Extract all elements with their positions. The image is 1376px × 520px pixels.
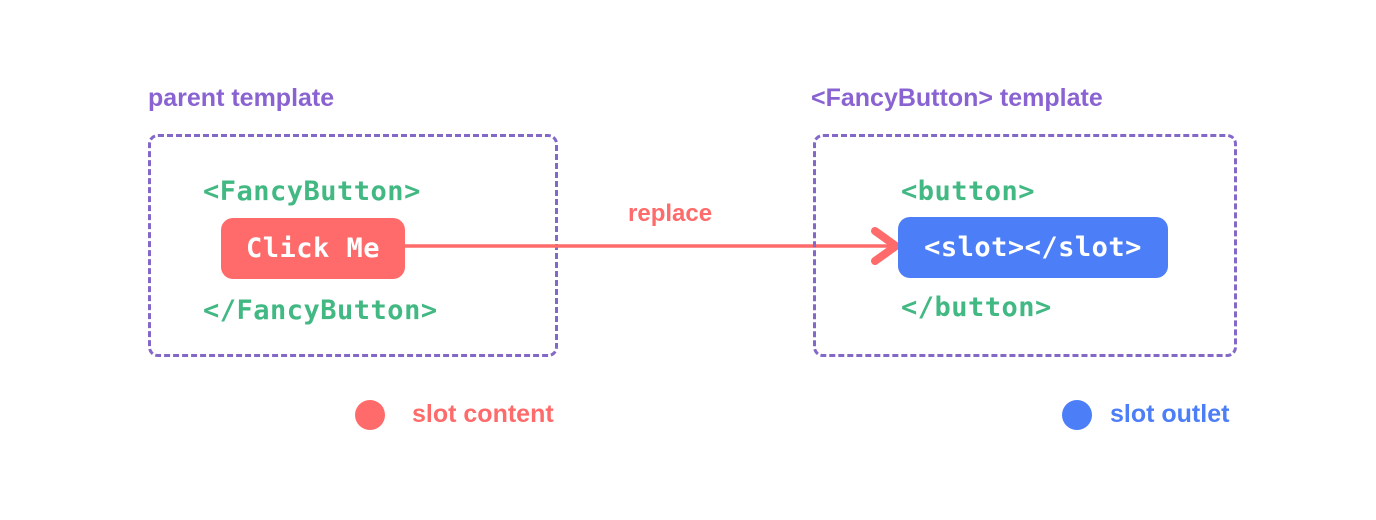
slot-code-label: <slot></slot> bbox=[924, 232, 1142, 263]
component-close-tag: </button> bbox=[901, 292, 1052, 323]
parent-template-box: <FancyButton> Click Me </FancyButton> bbox=[148, 134, 558, 357]
click-me-label: Click Me bbox=[245, 233, 381, 264]
slot-outlet-legend-label: slot outlet bbox=[1110, 400, 1230, 428]
slot-outlet-dot-icon bbox=[1062, 400, 1092, 430]
component-open-tag: <button> bbox=[901, 176, 1036, 207]
parent-open-tag: <FancyButton> bbox=[203, 176, 421, 207]
slot-content-legend-label: slot content bbox=[412, 400, 554, 428]
slot-outlet-box: <slot></slot> bbox=[898, 217, 1168, 278]
slot-content-dot-icon bbox=[355, 400, 385, 430]
parent-close-tag: </FancyButton> bbox=[203, 295, 438, 326]
parent-template-title: parent template bbox=[148, 84, 335, 112]
fancybutton-template-title: <FancyButton> template bbox=[811, 84, 1103, 112]
fancybutton-template-box: <button> <slot></slot> </button> bbox=[813, 134, 1237, 357]
replace-arrow-icon bbox=[404, 227, 900, 265]
replace-arrow-label: replace bbox=[628, 200, 713, 227]
click-me-button: Click Me bbox=[221, 218, 405, 279]
